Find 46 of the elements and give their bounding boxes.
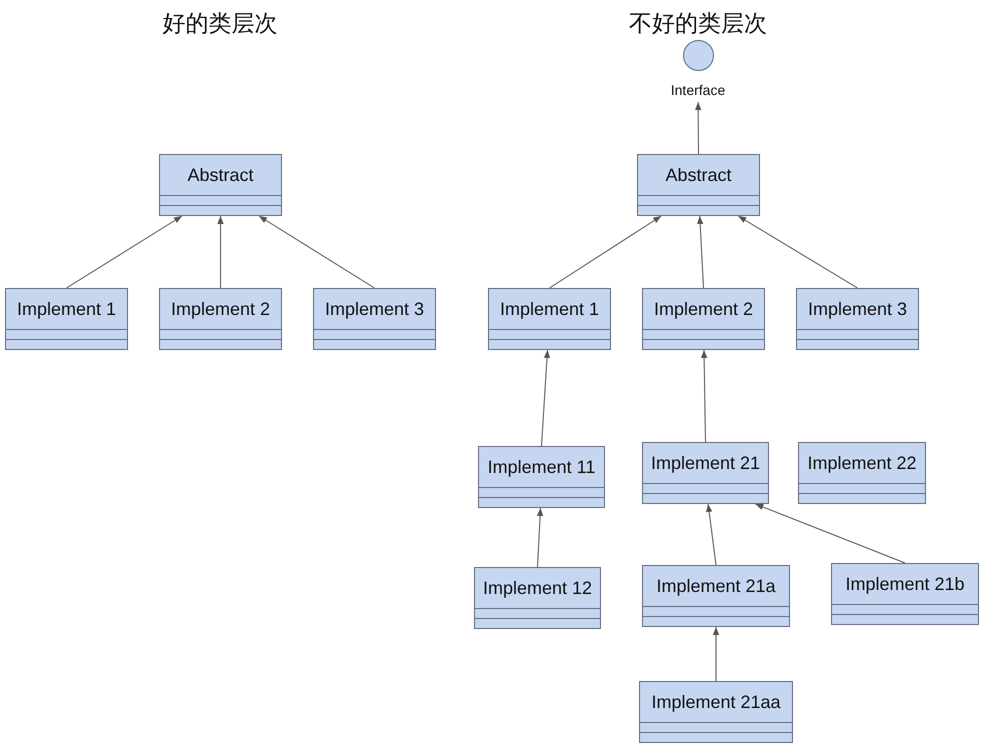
class-box — [831, 563, 979, 625]
arrow — [738, 216, 858, 288]
class-box — [642, 288, 765, 350]
class-name: Implement 21b — [844, 573, 966, 596]
class-name: Implement 12 — [482, 577, 594, 600]
arrow — [217, 216, 224, 288]
class-box — [488, 288, 611, 350]
arrow — [712, 626, 720, 682]
class-name: Implement 21aa — [650, 691, 782, 714]
class-box — [474, 567, 601, 629]
arrow — [66, 216, 182, 288]
class-name: Implement 21a — [655, 575, 777, 598]
class-name: Implement 3 — [324, 298, 426, 321]
class-name: Implement 1 — [16, 298, 118, 321]
arrow — [258, 216, 375, 288]
class-box — [159, 154, 282, 216]
class-box — [637, 154, 760, 216]
class-name: Abstract — [664, 164, 733, 187]
class-name: Implement 3 — [806, 298, 908, 321]
class-box — [642, 442, 769, 504]
class-box — [478, 446, 605, 508]
class-name: Implement 1 — [498, 298, 600, 321]
class-name: Implement 22 — [806, 452, 918, 475]
heading: 不好的类层次 — [629, 9, 767, 38]
arrow — [541, 350, 550, 446]
arrow — [696, 216, 704, 288]
arrow — [754, 504, 906, 564]
class-box — [313, 288, 436, 350]
class-box — [796, 288, 919, 350]
arrow — [700, 350, 708, 442]
class-box — [5, 288, 128, 350]
interface-label: Interface — [670, 82, 726, 98]
arrow — [694, 102, 702, 154]
class-name: Implement 11 — [486, 456, 596, 479]
arrow — [536, 508, 544, 568]
class-name: Implement 21 — [650, 452, 762, 475]
class-name: Implement 2 — [652, 298, 754, 321]
class-box — [159, 288, 282, 350]
class-box — [798, 442, 926, 504]
arrow — [706, 504, 716, 566]
class-box — [642, 565, 790, 627]
heading: 好的类层次 — [162, 9, 278, 38]
arrow — [549, 216, 662, 288]
class-name: Abstract — [186, 164, 255, 187]
class-name: Implement 2 — [170, 298, 272, 321]
class-box — [639, 681, 793, 743]
